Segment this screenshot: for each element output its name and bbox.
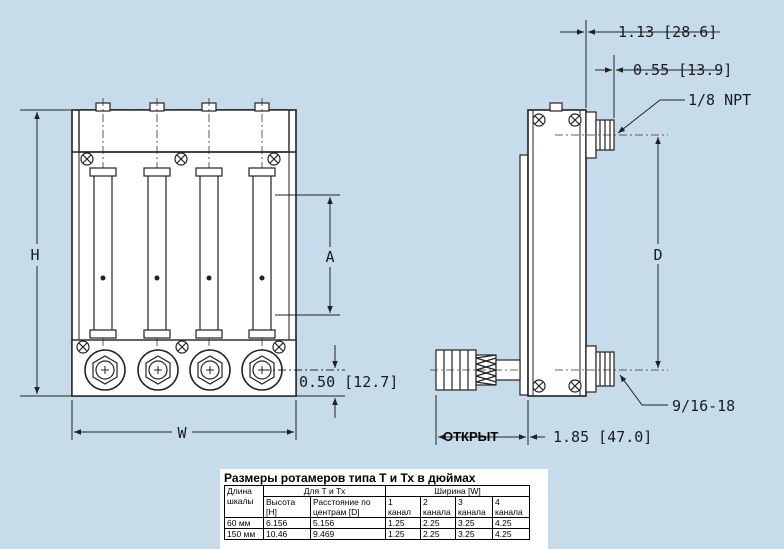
table-cell: 4.25: [492, 517, 530, 529]
table-header-cell: Расстояние по центрам [D]: [310, 496, 386, 518]
dim-055-label: 0.55 [13.9]: [633, 61, 732, 79]
table-header-cell: Ширина [W]: [385, 485, 530, 497]
side-center-lines: [430, 134, 668, 371]
table-cell: 3.25: [455, 517, 493, 529]
table-cell: 2.25: [420, 517, 456, 529]
height-label: H: [30, 246, 39, 264]
table-cell: 9.469: [310, 528, 386, 540]
table-cell: 4.25: [492, 528, 530, 540]
dimension-table: Длина шкалы Для Т и Тх Ширина [W] Высота…: [224, 485, 530, 540]
table-header-row: Высота [H] Расстояние по центрам [D] 1 к…: [225, 496, 530, 518]
tube-caps: [89, 167, 276, 339]
table-cell: 1.25: [385, 528, 421, 540]
side-backplate: [519, 154, 529, 396]
table-cell: 10.46: [263, 528, 311, 540]
table-cell: 150 мм: [224, 528, 264, 540]
dim-185-label: 1.85 [47.0]: [553, 428, 652, 446]
bottom-fitting: [585, 345, 615, 393]
table-header-cell: Для Т и Тх: [263, 485, 386, 497]
dim-050-label: 0.50 [12.7]: [299, 373, 398, 391]
table-header-cell: 4 канала: [492, 496, 530, 518]
valve-knob: [435, 349, 521, 391]
table-title: Размеры ротамеров типа Т и Тх в дюймах: [224, 471, 476, 485]
table-cell: 60 мм: [224, 517, 264, 529]
open-label: ОТКРЫТ: [443, 429, 498, 444]
d-label: D: [653, 246, 662, 264]
a-label: A: [325, 248, 334, 266]
table-row: 150 мм 10.46 9.469 1.25 2.25 3.25 4.25: [224, 528, 530, 540]
table-cell: 2.25: [420, 528, 456, 540]
table-header-cell: 1 канал: [385, 496, 421, 518]
table-header-cell: Высота [H]: [263, 496, 311, 518]
technical-drawing: H A 0.50 [12.7] W: [20, 20, 751, 446]
tube-floats: [100, 275, 265, 281]
front-view: [71, 98, 297, 397]
table-cell: 5.156: [310, 517, 386, 529]
table-row: 60 мм 6.156 5.156 1.25 2.25 3.25 4.25: [224, 517, 530, 529]
dim-113-label: 1.13 [28.6]: [618, 23, 717, 41]
table-header-cell: 2 канала: [420, 496, 456, 518]
side-view: [430, 102, 668, 397]
table-cell: 6.156: [263, 517, 311, 529]
table-cell: 1.25: [385, 517, 421, 529]
top-manifold: [78, 109, 290, 153]
table-cell: 3.25: [455, 528, 493, 540]
table-header-row: Длина шкалы Для Т и Тх Ширина [W]: [224, 485, 530, 518]
table-header-cell: Длина шкалы: [224, 485, 264, 518]
width-label: W: [177, 424, 187, 442]
npt-label: 1/8 NPT: [688, 91, 751, 109]
dimension-table-box: Размеры ротамеров типа Т и Тх в дюймах Д…: [220, 469, 548, 549]
side-body: [527, 109, 587, 397]
thread-label: 9/16-18: [672, 397, 735, 415]
table-header-cell: 3 канала: [455, 496, 493, 518]
